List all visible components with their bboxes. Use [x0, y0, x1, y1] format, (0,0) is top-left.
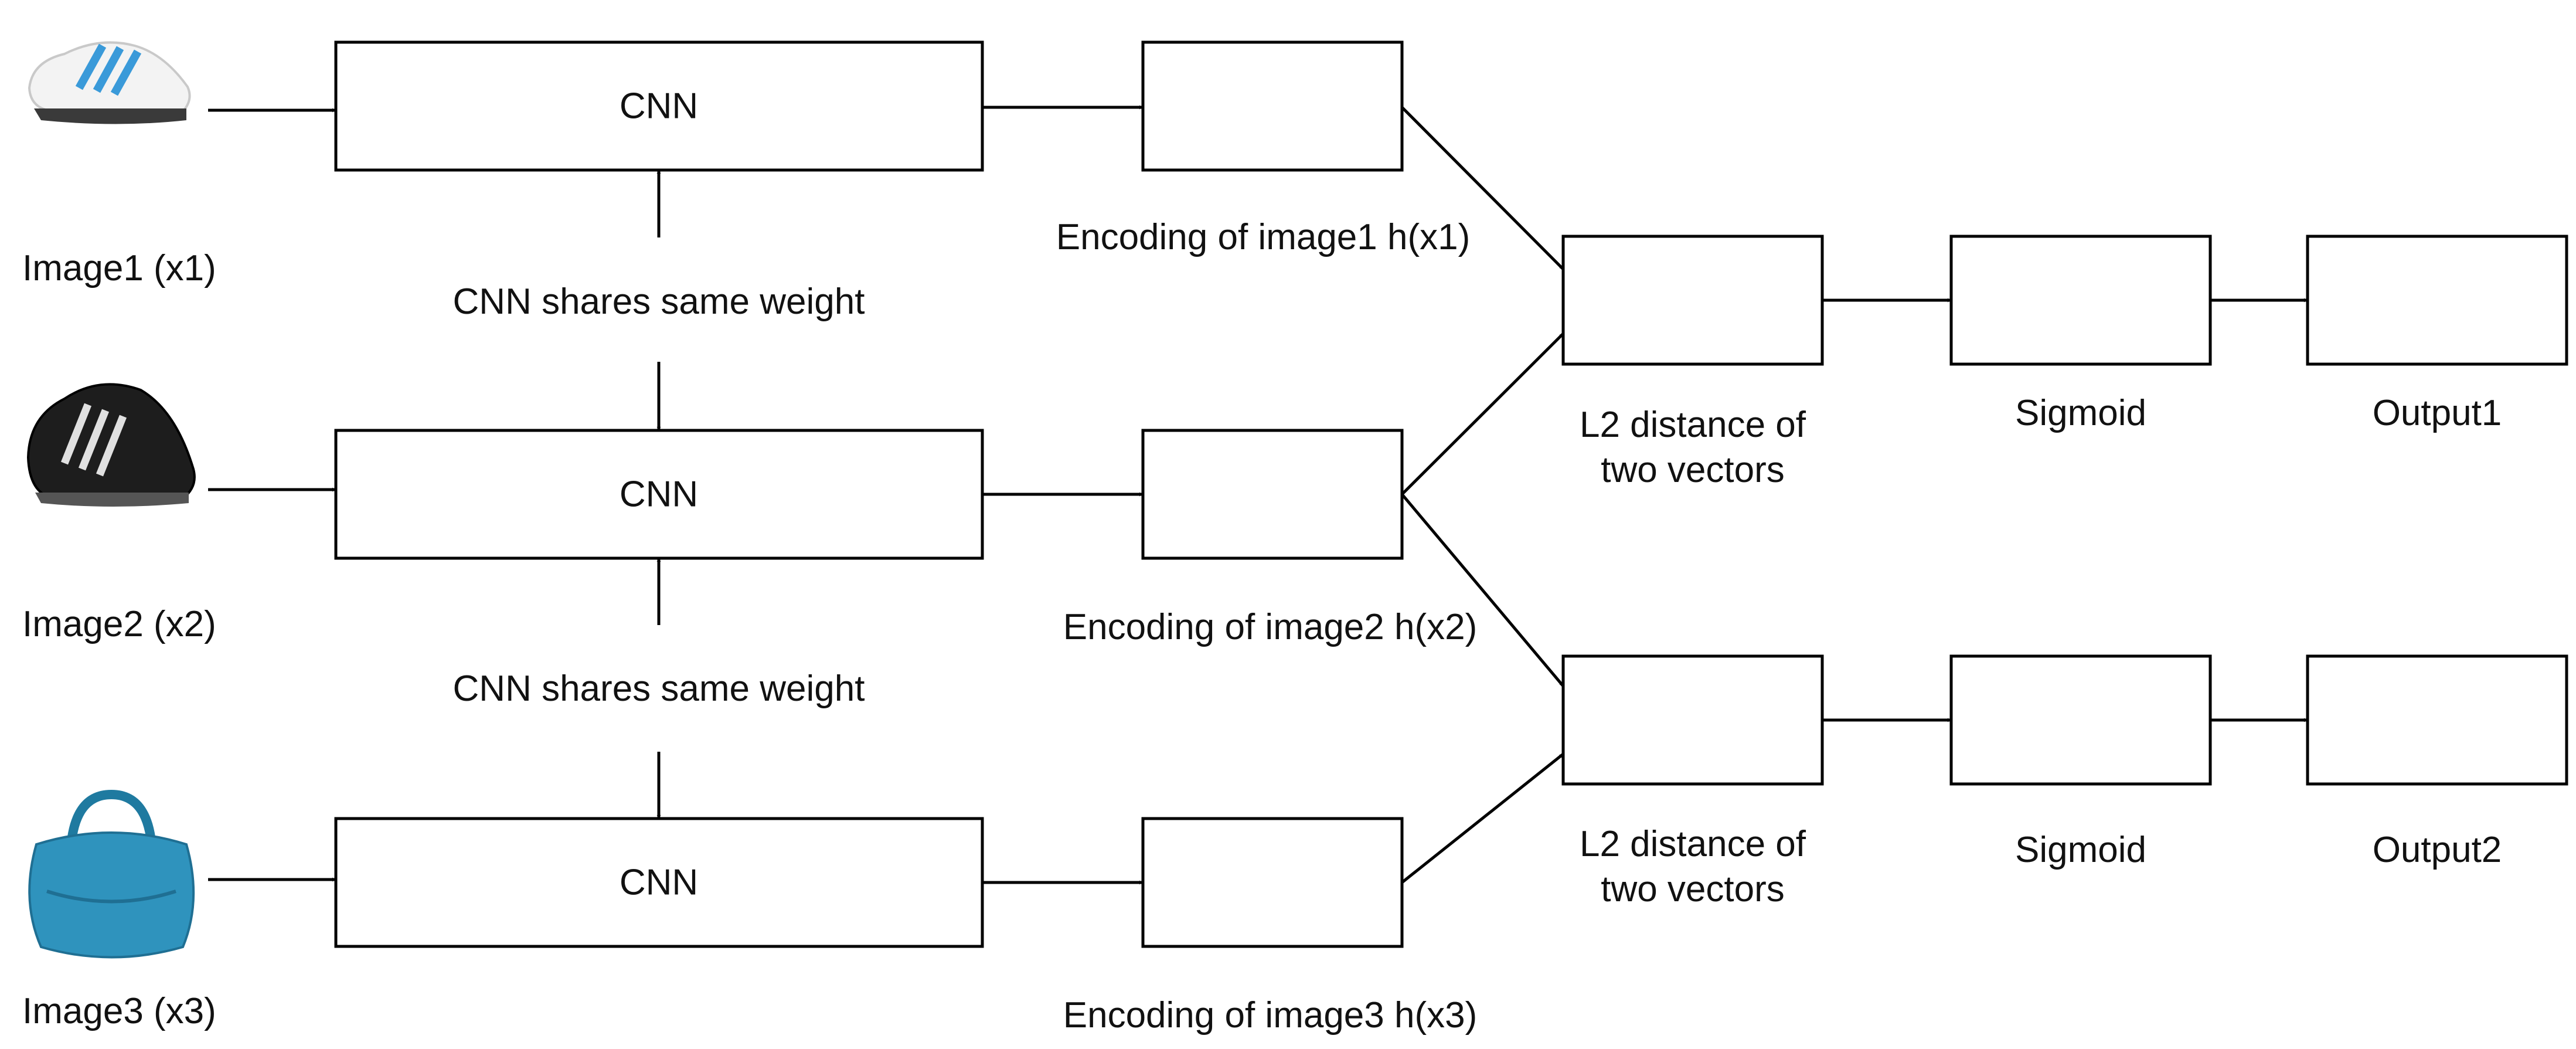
encoding-label-3: Encoding of image3 h(x3) [1063, 995, 1478, 1036]
arrow-encoding2-to-l2-2 [1401, 493, 1564, 687]
blue-handbag-icon [28, 789, 195, 959]
arrow-encoding1-to-l2-1 [1401, 106, 1564, 270]
cnn-label-2: CNN [620, 474, 698, 515]
encoding-label-2: Encoding of image2 h(x2) [1063, 607, 1478, 647]
l2-distance-label-1-line2: two vectors [1601, 450, 1785, 490]
encoding-box-3 [1141, 817, 1404, 948]
input-label-2: Image2 (x2) [22, 604, 216, 644]
sigmoid-box-1 [1949, 235, 2212, 366]
output-label-2: Output2 [2373, 830, 2502, 870]
arrow-encoding3-to-l2-2 [1401, 753, 1564, 884]
input-label-1: Image1 (x1) [22, 248, 216, 288]
cnn-box-2 [334, 429, 984, 560]
l2-distance-label-2-line2: two vectors [1601, 869, 1785, 909]
l2-distance-box-1 [1561, 235, 1824, 366]
encoding-label-1: Encoding of image1 h(x1) [1056, 217, 1471, 257]
l2-distance-label-2-line1: L2 distance of [1580, 824, 1806, 864]
sigmoid-label-2: Sigmoid [2015, 830, 2146, 870]
output-box-2 [2306, 654, 2568, 786]
shared-weight-label-1: CNN shares same weight [453, 281, 865, 322]
l2-distance-label-1-line1: L2 distance of [1580, 405, 1806, 445]
encoding-box-2 [1141, 429, 1404, 560]
encoding-box-1 [1141, 40, 1404, 172]
cnn-label-3: CNN [620, 863, 698, 903]
sigmoid-box-2 [1949, 654, 2212, 786]
shared-weight-label-2: CNN shares same weight [453, 668, 865, 709]
output-label-1: Output1 [2373, 393, 2502, 433]
input-label-3: Image3 (x3) [22, 991, 216, 1031]
arrow-encoding2-to-l2-1 [1401, 332, 1564, 495]
output-box-1 [2306, 235, 2568, 366]
black-sneaker-icon [26, 383, 196, 507]
sigmoid-label-1: Sigmoid [2015, 393, 2146, 433]
white-sneaker-icon [28, 41, 191, 124]
cnn-label-1: CNN [620, 86, 698, 127]
cnn-box-1 [334, 40, 984, 172]
l2-distance-box-2 [1561, 654, 1824, 786]
